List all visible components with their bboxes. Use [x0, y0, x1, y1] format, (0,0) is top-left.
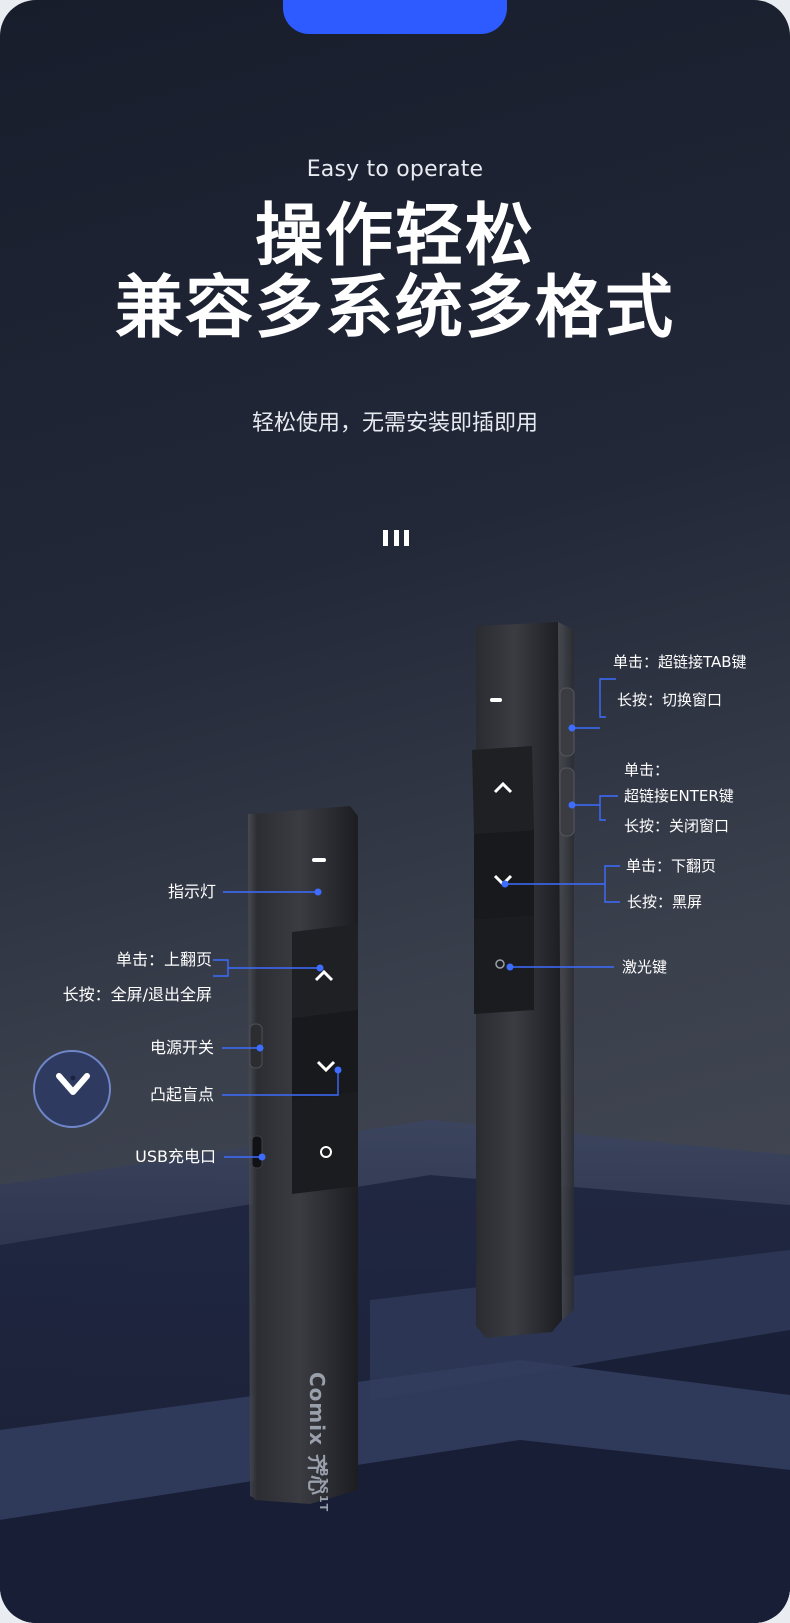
label-tab-single: 单击：超链接TAB键	[613, 653, 747, 671]
top-accent-tab	[283, 0, 507, 34]
label-tab-long: 长按：切换窗口	[617, 691, 723, 709]
english-subtitle: Easy to operate	[306, 157, 484, 182]
label-indicator: 指示灯	[167, 882, 216, 901]
tagline: 轻松使用，无需安装即插即用	[251, 411, 538, 436]
main-title-line1: 操作轻松	[254, 197, 535, 276]
label-enter-single-2: 超链接ENTER键	[624, 787, 734, 805]
label-laser: 激光键	[622, 958, 668, 976]
left-presenter-device	[248, 806, 358, 1504]
label-down-single: 单击：下翻页	[626, 857, 717, 875]
label-bump: 凸起盲点	[149, 1085, 214, 1104]
blind-dot-chevron-icon	[56, 1073, 90, 1095]
label-usb: USB充电口	[135, 1147, 216, 1166]
blind-dot-badge	[33, 1050, 111, 1128]
label-enter-single: 单击：	[624, 761, 670, 779]
label-power: 电源开关	[149, 1038, 214, 1057]
right-presenter-device	[472, 622, 575, 1338]
menu-bars-icon	[383, 530, 409, 546]
label-enter-long: 长按：关闭窗口	[624, 817, 730, 835]
main-title-line2: 兼容多系统多格式	[114, 269, 675, 348]
label-down-long: 长按：黑屏	[627, 893, 703, 911]
label-up-single: 单击：上翻页	[115, 950, 212, 969]
label-up-long: 长按：全屏/退出全屏	[62, 985, 212, 1004]
